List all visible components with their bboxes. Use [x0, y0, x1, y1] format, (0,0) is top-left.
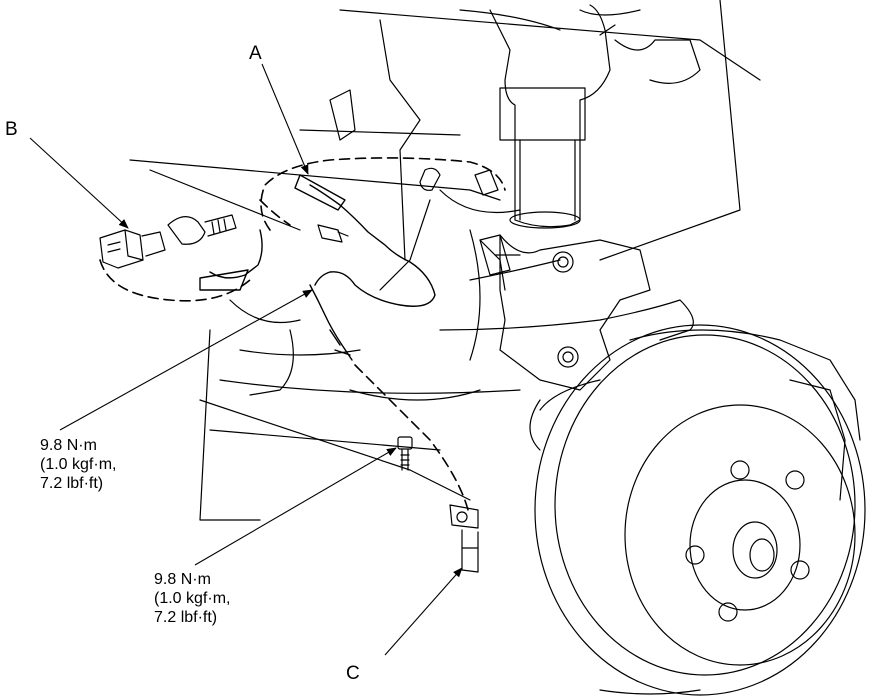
harness-clip-upper — [474, 169, 521, 276]
harness-bracket-bolt-upper — [317, 224, 349, 243]
leader-line-b — [29, 137, 129, 229]
torque-spec-lower-line-2: (1.0 kgf·m, — [154, 590, 231, 607]
callout-label-c: C — [346, 663, 360, 684]
lower-control-arm — [209, 379, 541, 451]
connector-b — [99, 214, 237, 269]
harness-routing-dashed — [99, 157, 506, 511]
strut-assembly — [489, 4, 701, 229]
callout-label-b: B — [5, 119, 18, 140]
torque-spec-upper: 9.8 N·m (1.0 kgf·m, 7.2 lbf·ft) — [40, 436, 116, 493]
harness-connector-upper — [419, 167, 441, 191]
leader-line-a — [261, 63, 309, 175]
leader-line-c — [384, 567, 463, 656]
torque-spec-upper-line-2: (1.0 kgf·m, — [40, 456, 117, 473]
torque-spec-lower-line-1: 9.8 N·m — [154, 571, 211, 588]
sensor-mounting-bolt — [397, 436, 413, 471]
body-panel-lines — [129, 0, 761, 521]
steering-knuckle — [379, 199, 694, 391]
torque-spec-upper-line-1: 9.8 N·m — [40, 437, 97, 454]
leader-line-torque-lower — [194, 447, 397, 566]
torque-spec-lower: 9.8 N·m (1.0 kgf·m, 7.2 lbf·ft) — [154, 570, 230, 627]
brake-disc — [534, 324, 866, 696]
torque-spec-upper-line-3: 7.2 lbf·ft) — [40, 475, 104, 492]
leader-line-torque-upper — [59, 289, 313, 431]
wheel-speed-sensor-c — [449, 504, 479, 573]
callout-label-a: A — [249, 43, 262, 64]
sensor-cable — [199, 174, 436, 361]
torque-spec-lower-line-3: 7.2 lbf·ft) — [154, 609, 218, 626]
